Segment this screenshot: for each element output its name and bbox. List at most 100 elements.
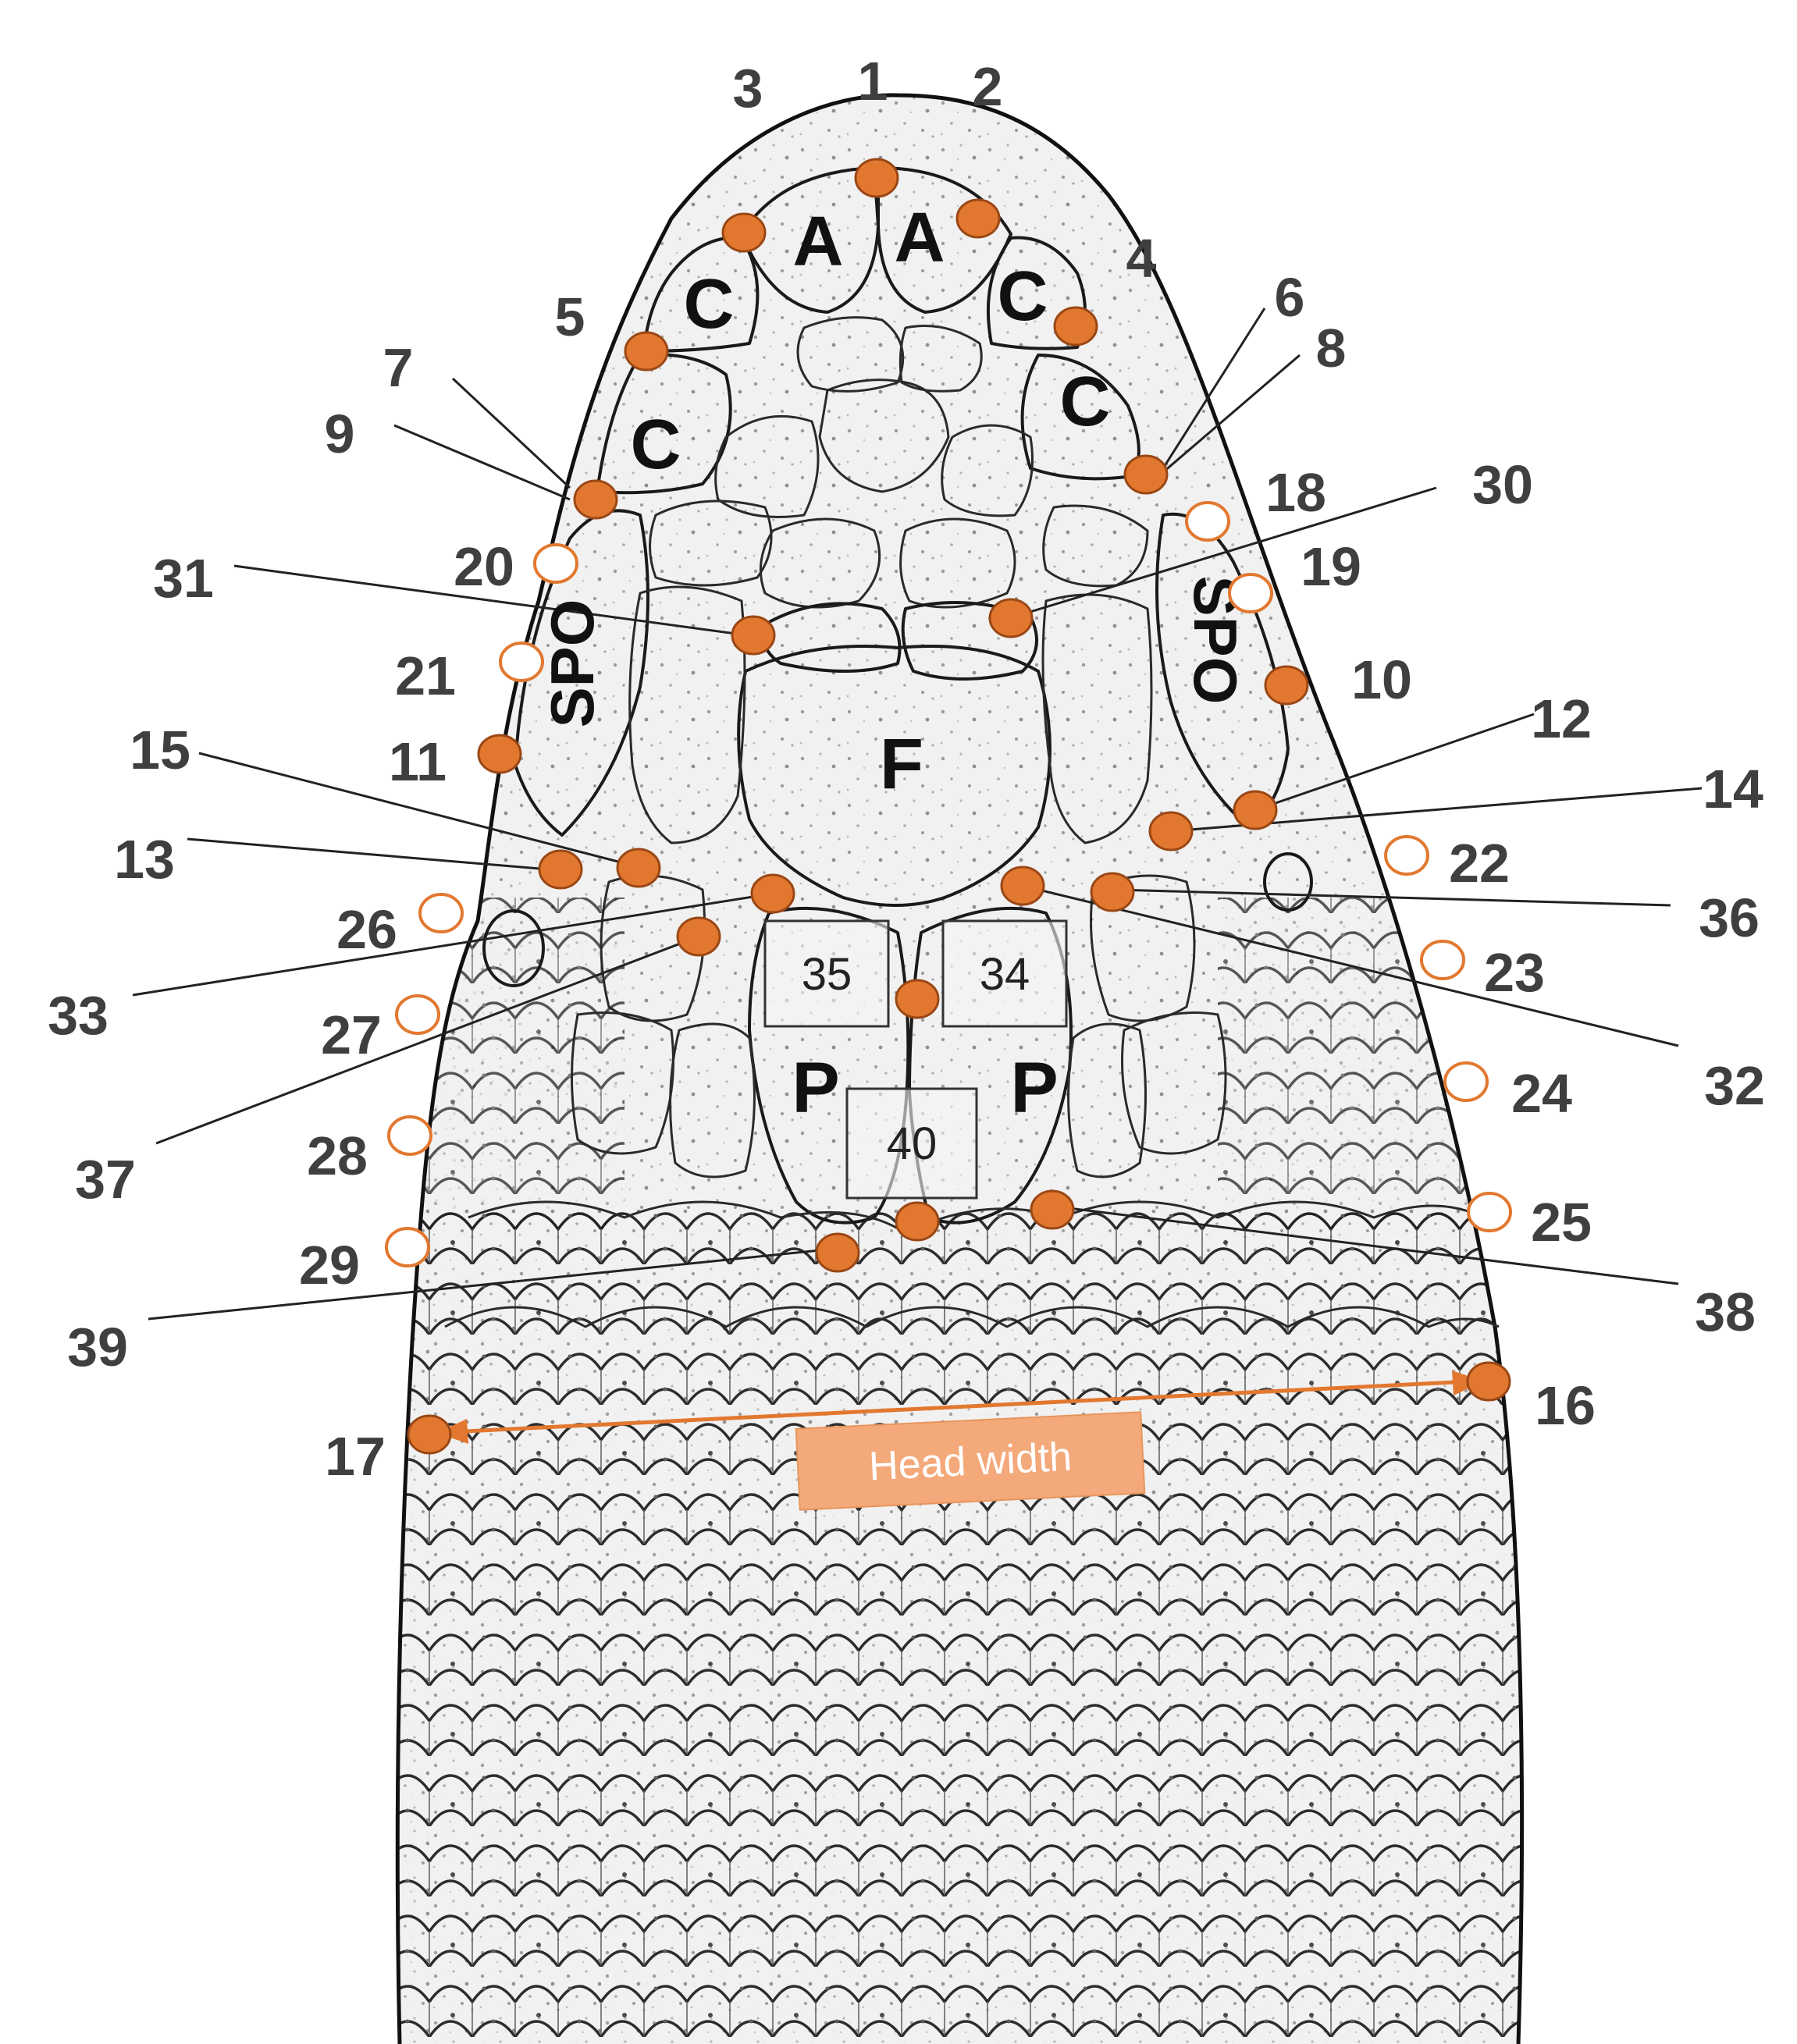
landmark-marker-27	[395, 994, 440, 1035]
head-width-measure: Head width	[437, 1370, 1483, 1511]
landmark-label-39: 39	[67, 1317, 128, 1377]
landmark-marker-34	[895, 979, 940, 1019]
landmark-marker-29	[385, 1227, 430, 1267]
landmark-marker-1	[854, 158, 899, 198]
landmark-label-2: 2	[973, 56, 1003, 117]
landmark-label-36: 36	[1699, 887, 1760, 948]
landmark-label-1: 1	[858, 51, 888, 112]
landmark-label-38: 38	[1695, 1281, 1756, 1342]
scale-label-P-left: P	[792, 1048, 839, 1128]
leader-38	[1049, 1204, 1679, 1285]
landmark-marker-32	[1090, 872, 1135, 912]
leader-8	[1162, 354, 1301, 474]
scale-label-SPO-left: SPO	[538, 599, 607, 728]
landmark-label-7: 7	[383, 337, 414, 398]
landmark-label-11: 11	[389, 731, 447, 792]
landmark-marker-3	[721, 212, 767, 253]
landmark-label-27: 27	[321, 1004, 382, 1065]
landmark-label-20: 20	[454, 536, 514, 597]
head-shields	[444, 166, 1500, 1328]
head-width-line	[448, 1379, 1472, 1434]
scale-label-A-left: A	[793, 203, 844, 281]
landmark-label-8: 8	[1316, 318, 1347, 379]
leader-15	[198, 752, 637, 868]
landmark-marker-7	[573, 479, 618, 520]
scale-label-P-right: P	[1010, 1048, 1058, 1128]
leader-33	[132, 892, 774, 997]
landmark-marker-30	[988, 598, 1034, 638]
leader-6	[1162, 307, 1266, 469]
scale-label-C-lower-left: C	[631, 406, 681, 484]
landmark-marker-5	[624, 331, 669, 371]
leader-36	[1116, 888, 1671, 907]
landmark-marker-15	[616, 848, 661, 888]
landmark-marker-6	[1123, 454, 1169, 495]
landmark-marker-33	[750, 873, 795, 914]
landmark-marker-25	[1467, 1192, 1512, 1232]
landmark-label-29: 29	[299, 1235, 360, 1296]
landmark-marker-21	[499, 642, 544, 682]
head-width-arrow-left	[437, 1419, 468, 1444]
leader-30	[1014, 486, 1437, 618]
landmark-marker-19	[1228, 573, 1273, 613]
leader-37	[155, 935, 699, 1145]
landmark-marker-4	[1053, 306, 1098, 347]
landmark-label-18: 18	[1265, 462, 1326, 523]
scale-label-A-right: A	[895, 199, 945, 277]
box-40-label: 40	[887, 1118, 938, 1169]
box-34-frame	[941, 919, 1068, 1028]
landmark-label-26: 26	[336, 899, 397, 960]
landmark-label-10: 10	[1351, 649, 1412, 710]
leader-13	[187, 837, 559, 872]
scale-labels: A A C C C C SPO SPO F P P	[538, 199, 1250, 1128]
box-35-label: 35	[802, 949, 852, 1000]
landmark-label-14: 14	[1703, 759, 1763, 819]
landmark-label-13: 13	[114, 829, 175, 890]
scale-label-F: F	[880, 724, 923, 804]
landmark-label-5: 5	[555, 286, 585, 347]
landmark-marker-39	[815, 1232, 860, 1273]
landmark-label-9: 9	[325, 403, 355, 464]
landmark-label-28: 28	[307, 1125, 368, 1186]
landmark-label-12: 12	[1531, 688, 1592, 749]
landmark-marker-28	[387, 1115, 432, 1156]
scale-label-C-upper-left: C	[684, 265, 735, 343]
landmark-marker-2	[955, 198, 1001, 239]
landmark-label-37: 37	[75, 1149, 136, 1210]
head-outline	[395, 93, 1525, 2044]
landmark-label-30: 30	[1472, 454, 1533, 515]
box-40-frame	[845, 1087, 978, 1200]
landmark-label-6: 6	[1275, 267, 1305, 328]
landmark-label-31: 31	[153, 548, 214, 609]
head-width-label-box: Head width	[795, 1411, 1146, 1511]
landmark-marker-14	[1148, 811, 1194, 851]
box-35-frame	[763, 919, 890, 1028]
landmark-label-32: 32	[1704, 1055, 1765, 1116]
landmark-label-22: 22	[1449, 833, 1510, 894]
scale-label-C-upper-right: C	[998, 258, 1048, 336]
landmark-marker-12	[1233, 790, 1278, 830]
landmark-marker-18	[1185, 501, 1230, 542]
landmark-label-23: 23	[1484, 942, 1545, 1003]
landmark-marker-17	[407, 1414, 452, 1455]
landmark-label-4: 4	[1126, 228, 1157, 289]
landmark-label-25: 25	[1531, 1192, 1592, 1253]
boxed-labels: 35 34 40	[763, 919, 1068, 1200]
landmark-marker-24	[1443, 1061, 1489, 1102]
landmark-marker-37	[676, 916, 721, 957]
leader-31	[233, 564, 754, 638]
landmark-marker-10	[1264, 665, 1309, 706]
box-34-label: 34	[980, 949, 1030, 1000]
landmark-marker-31	[731, 615, 776, 656]
landmark-label-3: 3	[733, 58, 763, 119]
leader-12	[1254, 713, 1535, 812]
landmark-marker-23	[1420, 940, 1465, 980]
landmark-marker-38	[1030, 1189, 1075, 1230]
scale-label-C-lower-right: C	[1060, 363, 1111, 441]
landmark-label-24: 24	[1511, 1063, 1572, 1124]
head-width-label: Head width	[868, 1434, 1073, 1490]
landmark-marker-11	[477, 734, 522, 774]
landmark-marker-16	[1466, 1361, 1511, 1402]
